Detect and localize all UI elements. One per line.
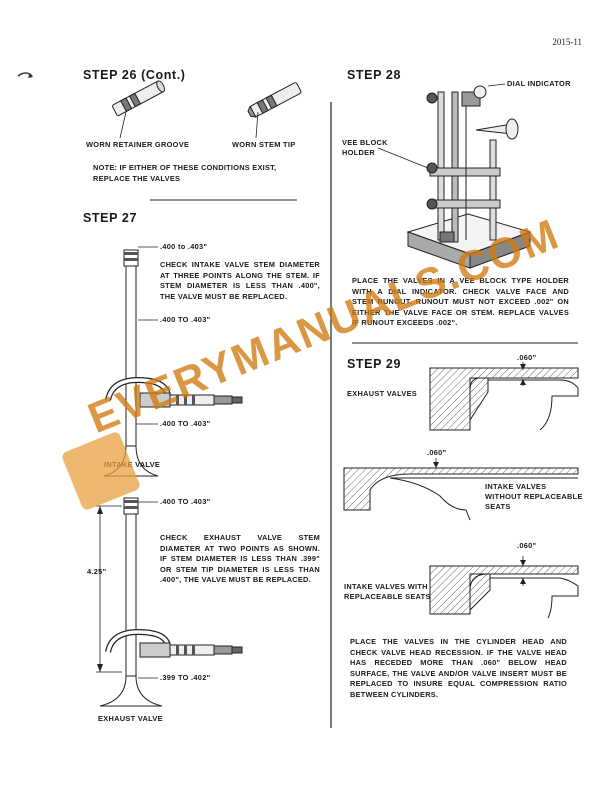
worn-retainer-groove-label: WORN RETAINER GROOVE xyxy=(86,140,190,149)
exhaust-valves-label: EXHAUST VALVES xyxy=(347,389,418,398)
intake-valve-without-seats-diagram xyxy=(343,458,579,521)
exhaust-dim-bottom: .399 TO .402" xyxy=(160,673,211,682)
intake-recession-dim: .060" xyxy=(427,448,447,457)
intake-valves-with-seats-label: INTAKE VALVES WITH REPLACEABLE SEATS xyxy=(344,582,431,601)
intake-dim-mid: .400 TO .403" xyxy=(160,315,211,324)
exhaust-dim-top: .400 TO .403" xyxy=(160,497,211,506)
exhaust-valve-recession-diagram xyxy=(429,362,579,431)
step-28-title: STEP 28 xyxy=(347,68,401,82)
step-26-note: NOTE: IF EITHER OF THESE CONDITIONS EXIS… xyxy=(93,163,277,183)
step-28-instructions: PLACE THE VALVES IN A VEE BLOCK TYPE HOL… xyxy=(352,276,569,328)
dial-indicator-label: DIAL INDICATOR xyxy=(507,79,571,88)
micrometer-illustration xyxy=(105,628,243,658)
worn-stem-tip-label: WORN STEM TIP xyxy=(232,140,296,149)
step-29-instructions: PLACE THE VALVES IN THE CYLINDER HEAD AN… xyxy=(350,637,567,699)
exhaust-instructions: CHECK EXHAUST VALVE STEM DIAMETER AT TWO… xyxy=(160,533,320,585)
intake-valve-with-seats-diagram xyxy=(429,556,579,619)
intake-seats-recession-dim: .060" xyxy=(517,541,537,550)
intake-instructions: CHECK INTAKE VALVE STEM DIAMETER AT THRE… xyxy=(160,260,320,301)
step-29-title: STEP 29 xyxy=(347,357,401,371)
intake-valve-drawing xyxy=(103,246,159,477)
intake-dim-top: .400 to .403" xyxy=(160,242,208,251)
exhaust-valve-label: EXHAUST VALVE xyxy=(98,714,163,723)
intake-dim-bottom: .400 TO .403" xyxy=(160,419,211,428)
exhaust-recession-dim: .060" xyxy=(517,353,537,362)
micrometer-illustration xyxy=(105,376,243,408)
intake-valves-without-seats-label: INTAKE VALVES WITHOUT REPLACEABLE SEATS xyxy=(485,482,583,511)
step-26-title: STEP 26 (Cont.) xyxy=(83,68,186,82)
worn-retainer-groove-illustration xyxy=(112,80,165,116)
exhaust-length-dim: 4.25" xyxy=(87,567,107,576)
page-number: 2015-11 xyxy=(552,37,582,47)
vee-block-dial-indicator-illustration xyxy=(406,85,532,269)
vee-block-holder-label: VEE BLOCK HOLDER xyxy=(342,138,388,157)
worn-stem-tip-illustration xyxy=(247,82,302,118)
exhaust-valve-drawing xyxy=(96,497,163,707)
step-27-title: STEP 27 xyxy=(83,211,137,225)
